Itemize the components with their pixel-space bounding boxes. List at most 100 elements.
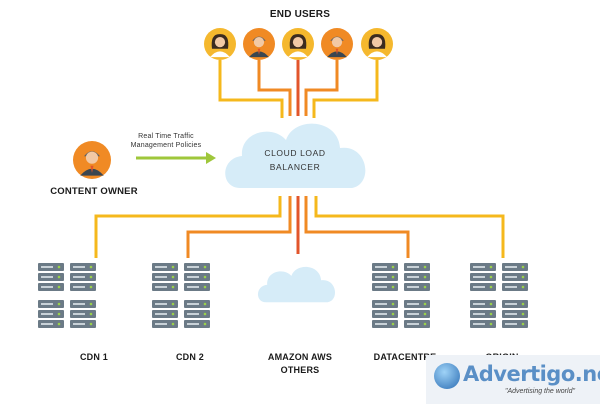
link-user-2 [257,60,292,116]
server-led [391,265,395,269]
avatar-face [331,36,343,48]
avatar-tie [90,165,94,173]
server-cluster-origin [470,263,528,328]
server-drive [187,276,199,278]
server-unit-icon [38,300,64,328]
server-drive [505,313,517,315]
server-led [521,302,525,306]
balancer-label-line-1: CLOUD LOAD [264,148,326,158]
destination-label-text: DATACENTRE [373,352,437,362]
server-drive [41,323,53,325]
server-led [171,265,175,269]
server-drive [41,286,53,288]
server-drive [41,266,53,268]
server-led [203,302,207,306]
destination-label-text: AMAZON AWS [267,352,333,362]
server-cluster-cdn2 [152,263,210,328]
avatar-face [253,36,265,48]
server-led [203,312,207,316]
server-led [423,312,427,316]
server-drive [155,313,167,315]
server-drive [187,313,199,315]
destination-label-aws: AMAZON AWS OTHERS [250,351,350,377]
avatar-face [371,36,383,48]
avatar-body [367,51,387,58]
server-led [89,322,93,326]
server-drive [407,276,419,278]
server-drive [473,303,485,305]
server-led [171,275,175,279]
server-drive [505,303,517,305]
server-unit-icon [470,300,496,328]
destination-label-text: CDN 1 [79,352,108,362]
server-led [521,285,525,289]
user-avatar-icon [321,28,353,60]
destination-label-text-2: OTHERS [280,365,320,375]
server-led [57,312,61,316]
destination-label-cdn2: CDN 2 [150,351,230,364]
server-led [171,302,175,306]
server-unit-icon [152,300,178,328]
server-led [423,265,427,269]
server-drive [407,303,419,305]
server-led [489,265,493,269]
server-led [489,302,493,306]
server-led [57,302,61,306]
content-owner-avatar [73,141,111,179]
link-user-5 [312,60,379,118]
server-drive [505,286,517,288]
server-cluster-cdn1 [38,263,96,328]
server-drive [407,323,419,325]
server-led [57,265,61,269]
server-unit-icon [502,300,528,328]
server-unit-icon [404,263,430,291]
connector-lines [94,60,505,258]
avatar-tie [257,48,261,55]
server-drive [407,286,419,288]
cloud-load-balancer-icon [225,123,366,188]
server-drive [375,303,387,305]
server-unit-icon [184,263,210,291]
server-led [203,265,207,269]
server-drive [155,276,167,278]
globe-icon [434,363,460,389]
server-unit-icon [404,300,430,328]
balancer-label-line-2: BALANCER [269,162,321,172]
server-drive [407,313,419,315]
owner-avatar-icon [73,141,111,179]
destination-label-datacentre: DATACENTRE [360,351,450,364]
server-led [171,322,175,326]
policy-label-line-1: Real Time Traffic [138,133,194,140]
server-led [423,285,427,289]
server-drive [375,323,387,325]
server-led [391,275,395,279]
server-led [489,285,493,289]
end-users-title: END USERS [269,9,331,20]
server-unit-icon [70,263,96,291]
server-led [423,302,427,306]
aws-cloud-icon [257,266,336,303]
server-led [423,322,427,326]
avatar-tie [335,48,339,55]
server-drive [187,286,199,288]
server-drive [505,276,517,278]
server-led [89,265,93,269]
server-drive [375,276,387,278]
server-drive [473,286,485,288]
server-unit-icon [70,300,96,328]
server-led [391,302,395,306]
server-drive [73,303,85,305]
server-led [171,312,175,316]
server-drive [473,323,485,325]
watermark-name[interactable]: Advertigo.net [463,362,600,386]
balancer-label: CLOUD LOAD BALANCER [255,146,335,174]
server-led [89,275,93,279]
server-led [57,322,61,326]
user-avatar-icon [361,28,393,60]
server-unit-icon [184,300,210,328]
server-drive [505,323,517,325]
server-drive [187,303,199,305]
server-led [89,312,93,316]
